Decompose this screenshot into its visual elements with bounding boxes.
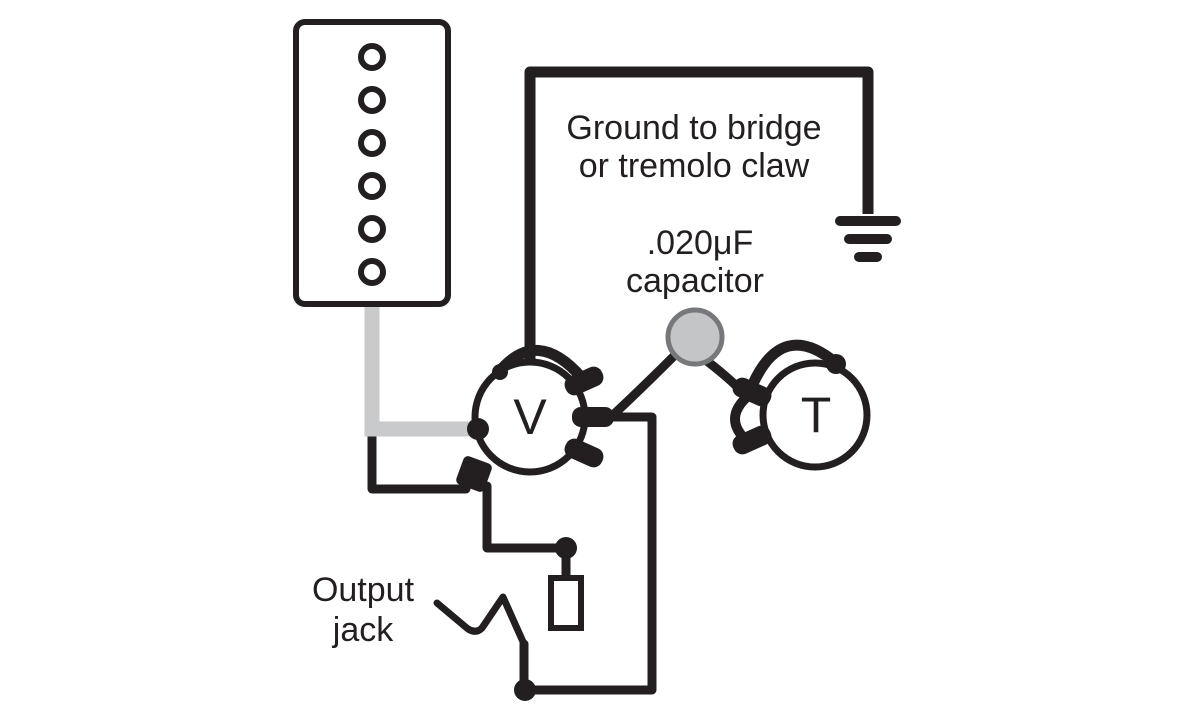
output-jack-sleeve-lug (548, 575, 584, 631)
pickup-shield-wire (364, 300, 472, 437)
output-jack-tip-contact (433, 593, 528, 648)
tone-casing-solder-dot (826, 354, 846, 374)
volume-lug-ground-jumper (493, 344, 588, 384)
pickup-pole-4 (358, 172, 386, 200)
ground-note-line2: or tremolo claw (579, 147, 810, 185)
volume-lug-2 (572, 407, 614, 427)
tone-pot-label: T (801, 387, 832, 443)
tone-lug-1 (732, 377, 772, 407)
volume-casing-solder-dot (467, 418, 489, 440)
pickup-pole-1 (358, 43, 386, 71)
volume-lug-1 (564, 438, 604, 468)
pickup-pole-5 (358, 215, 386, 243)
capacitor-label-line2: capacitor (626, 262, 764, 300)
output-jack-label-line2: jack (332, 611, 394, 649)
volume-jumper-solder-left (492, 364, 508, 380)
pickup-hot-wire (367, 305, 471, 494)
jack-ground-wire (482, 481, 568, 553)
capacitor-label-line1: .020μF (647, 224, 754, 262)
ground-symbol (835, 216, 901, 262)
pickup-pole-2 (358, 86, 386, 114)
capacitor-to-volume-wire (608, 347, 683, 420)
volume-pot: V (456, 344, 614, 492)
pickup-cover (293, 19, 451, 307)
output-hot-wire (520, 412, 657, 695)
tone-ground-jumper (746, 339, 842, 392)
output-jack-label-line1: Output (312, 571, 415, 609)
tone-pot: T (732, 339, 871, 471)
pickup-pole-3 (358, 129, 386, 157)
capacitor (665, 307, 725, 367)
tone-lug-2 (732, 425, 772, 455)
bridge-ground-wire (524, 66, 874, 370)
pickup (293, 19, 451, 307)
tone-pot-body (759, 359, 871, 471)
volume-casing-ground-tab (456, 456, 492, 492)
pickup-pole-6 (358, 258, 386, 286)
ground-note-line1: Ground to bridge (566, 109, 821, 147)
volume-pot-label: V (513, 389, 547, 445)
